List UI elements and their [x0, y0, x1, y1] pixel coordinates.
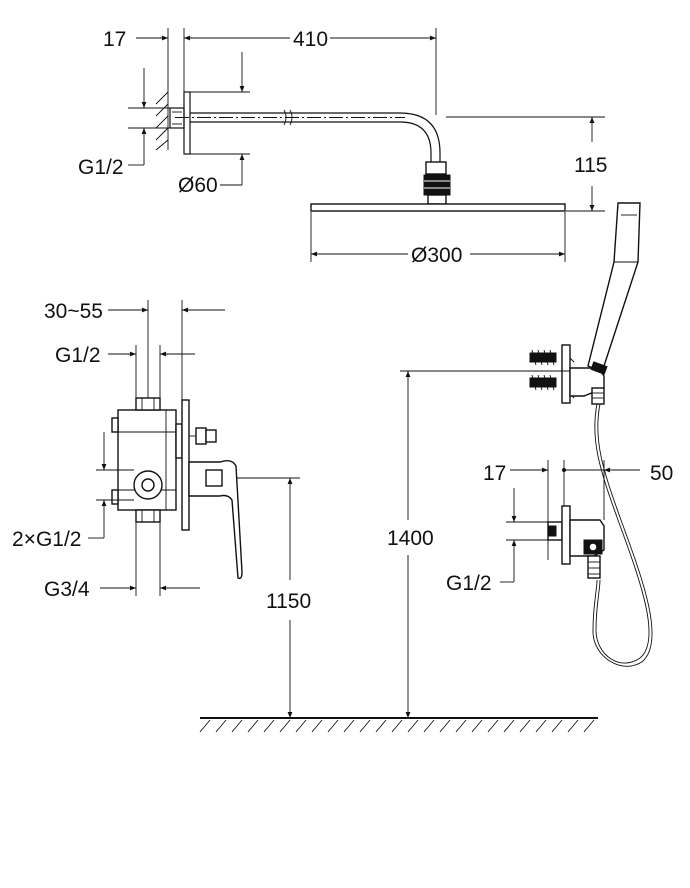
label-flange-diameter: Ø60 [178, 174, 218, 197]
floor-hatch-stroke [391, 719, 403, 733]
label-head-diameter: Ø300 [411, 244, 462, 267]
ball-joint [423, 174, 451, 196]
dim-valve-depth: 30~55 [44, 300, 225, 400]
floor-hatch-stroke [439, 719, 451, 733]
floor-hatch-stroke [407, 719, 419, 733]
label-elbow-thread: G1/2 [446, 572, 492, 595]
dim-arm-length: 410 [184, 28, 437, 115]
label-valve-height: 1150 [266, 590, 311, 613]
floor-hatch-stroke [583, 719, 595, 733]
wall-flange [183, 91, 191, 155]
label-arm-length: 410 [293, 28, 328, 51]
hand-shower-holder-assembly [529, 202, 653, 667]
floor-hatch-stroke [519, 719, 531, 733]
label-arm-wall-offset: 17 [103, 28, 126, 51]
label-arm-thread: G1/2 [78, 156, 124, 179]
arm-thread-stub [169, 107, 185, 129]
holder-wall-plate [561, 344, 571, 404]
dim-valve-height: 1150 [236, 477, 311, 718]
label-head-drop: 115 [574, 154, 607, 177]
floor-line [199, 717, 598, 733]
concealed-mixer-valve [111, 397, 243, 580]
floor-hatch-stroke [343, 719, 355, 733]
arm-nut [425, 161, 447, 175]
dim-arm-wall-offset: 17 [103, 28, 185, 92]
floor-hatch-stroke [551, 719, 563, 733]
floor-hatch-stroke [487, 719, 499, 733]
floor-hatch-stroke [359, 719, 371, 733]
wall-outlet-elbow [547, 505, 605, 579]
floor-hatch-stroke [279, 719, 291, 733]
label-valve-outlet-threads: 2×G1/2 [12, 528, 81, 551]
shower-arm-assembly [155, 82, 566, 212]
dim-elbow-thread: G1/2 [446, 488, 548, 595]
floor-hatch-stroke [311, 719, 323, 733]
floor-hatch-stroke [263, 719, 275, 733]
floor-hatch-stroke [295, 719, 307, 733]
dim-elbow-wall-offset: 17 [483, 460, 565, 510]
floor-hatch-stroke [247, 719, 259, 733]
floor-hatch-stroke [567, 719, 579, 733]
valve-cover-plate [181, 399, 190, 531]
floor-hatch-stroke [471, 719, 483, 733]
floor-hatch-stroke [535, 719, 547, 733]
floor-hatch-stroke [503, 719, 515, 733]
wall-anchor-screws [529, 349, 557, 391]
label-valve-inlet-thread: G1/2 [55, 344, 101, 367]
dim-valve-outlet-threads: 2×G1/2 [12, 432, 134, 551]
label-elbow-wall-offset: 17 [483, 462, 506, 485]
floor-hatch-stroke [455, 719, 467, 733]
rain-shower-head [310, 203, 566, 212]
shower-hose [594, 403, 650, 664]
dim-flange-diameter: Ø60 [178, 52, 250, 197]
dim-arm-thread: G1/2 [78, 68, 170, 179]
dim-head-diameter: Ø300 [310, 212, 566, 267]
label-elbow-width: 50 [650, 462, 673, 485]
floor-hatch-stroke [199, 719, 211, 733]
floor-hatch-stroke [215, 719, 227, 733]
wall-hatch-arm [155, 82, 169, 151]
label-holder-height: 1400 [387, 527, 434, 550]
dim-valve-inlet-thread: G1/2 [55, 344, 195, 398]
floor-hatch-stroke [375, 719, 387, 733]
label-valve-supply-thread: G3/4 [44, 578, 90, 601]
dim-elbow-width: 50 [562, 460, 673, 520]
label-valve-depth: 30~55 [44, 300, 103, 323]
floor-hatch-stroke [423, 719, 435, 733]
shower-arm-tube [175, 109, 441, 162]
mixer-lever-handle [188, 459, 243, 580]
hand-shower [587, 202, 641, 373]
floor-hatch-stroke [231, 719, 243, 733]
floor-hatch-stroke [327, 719, 339, 733]
dim-head-drop: 115 [446, 116, 607, 212]
dim-holder-height: 1400 [387, 370, 570, 718]
dim-valve-supply-thread: G3/4 [44, 522, 200, 601]
